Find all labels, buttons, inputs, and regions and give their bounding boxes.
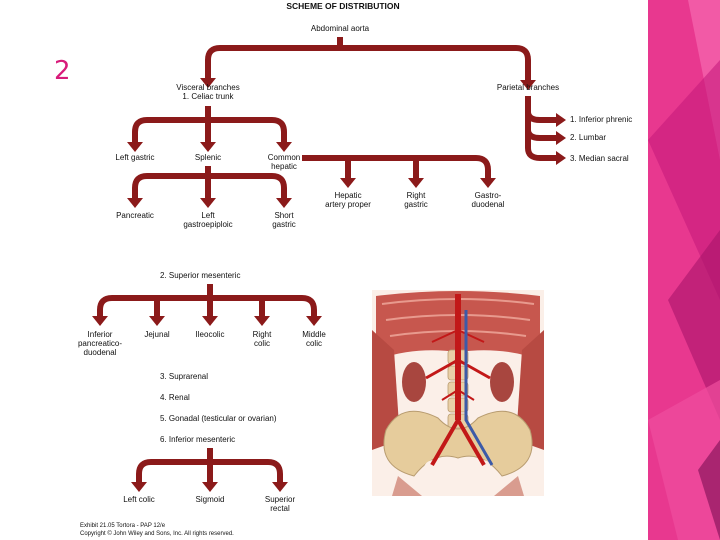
hepatic-arrow xyxy=(302,155,491,178)
abdominal-aorta-label: Abdominal aorta xyxy=(310,24,370,33)
splenic-branch: Left gastroepiploic xyxy=(183,211,233,229)
visceral-branches-label: Visceral branches 1. Celiac trunk xyxy=(176,83,240,101)
ima-branch: Superior rectal xyxy=(264,495,296,513)
celiac-branch: Left gastric xyxy=(115,153,155,162)
other-branch: 6. Inferior mesenteric xyxy=(160,435,236,444)
sma-branch: Inferior pancreatico- duodenal xyxy=(77,330,123,357)
celiac-branch: Common hepatic xyxy=(267,153,301,171)
sma-branch: Right colic xyxy=(252,330,272,348)
sma-branch: Jejunal xyxy=(144,330,170,339)
celiac-arrow xyxy=(132,106,287,142)
other-branch: 4. Renal xyxy=(160,393,190,402)
ima-arrow xyxy=(136,448,283,482)
splenic-branch: Short gastric xyxy=(272,211,296,229)
ima-branch: Left colic xyxy=(123,495,155,504)
sma-arrow xyxy=(97,284,317,316)
splenic-arrow xyxy=(132,166,287,198)
parietal-arrow xyxy=(525,96,556,161)
decorative-band xyxy=(648,0,720,540)
other-branch: 5. Gonadal (testicular or ovarian) xyxy=(160,414,277,423)
sma-branch: Middle colic xyxy=(302,330,326,348)
celiac-branch: Splenic xyxy=(194,153,222,162)
hepatic-branch: Gastro- duodenal xyxy=(471,191,505,209)
slide-number: 2 xyxy=(54,56,71,86)
superior-mesenteric-label: 2. Superior mesenteric xyxy=(160,271,241,280)
sma-branch: Ileocolic xyxy=(195,330,225,339)
diagram-title: SCHEME OF DISTRIBUTION xyxy=(286,1,400,11)
arrowheads xyxy=(92,78,566,492)
aorta-split-arrow xyxy=(205,37,531,80)
parietal-branches-label: Parietal branches xyxy=(496,83,560,92)
parietal-item: 1. Inferior phrenic xyxy=(570,115,633,124)
other-branch: 3. Suprarenal xyxy=(160,372,209,381)
anatomy-illustration xyxy=(372,290,544,496)
hepatic-branch: Hepatic artery proper xyxy=(325,191,371,209)
splenic-branch: Pancreatic xyxy=(116,211,154,220)
ima-branch: Sigmoid xyxy=(195,495,225,504)
parietal-item: 3. Median sacral xyxy=(570,154,629,163)
parietal-item: 2. Lumbar xyxy=(570,133,607,142)
copyright-credit: Exhibit 21.05 Tortora - PAP 12/e Copyrig… xyxy=(80,523,234,537)
hepatic-branch: Right gastric xyxy=(404,191,428,209)
